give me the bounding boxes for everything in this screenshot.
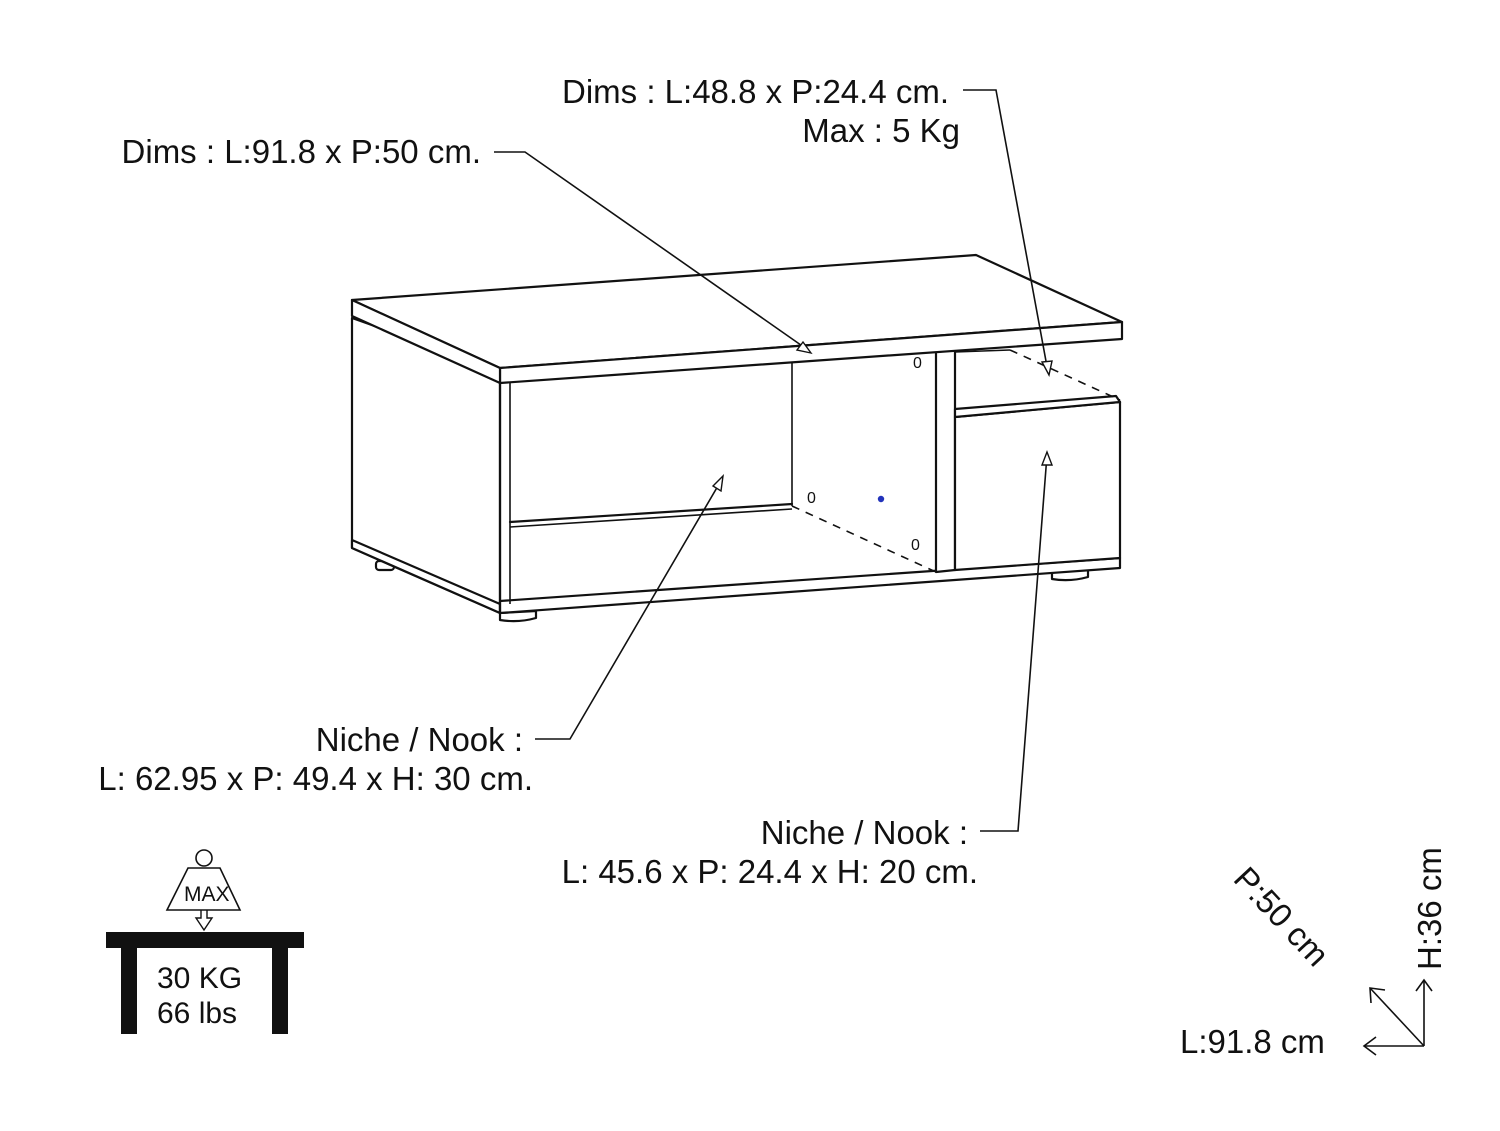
arrowhead-top-dims (795, 340, 813, 355)
leader-nook-left (535, 478, 723, 740)
niche-shelf-front (508, 502, 794, 524)
coffee-table-drawing: 0 0 0 (350, 253, 1124, 623)
max-load-lbs: 66 lbs (157, 997, 237, 1030)
bottom-slab-front (498, 556, 1122, 615)
nook-left-title: Niche / Nook : (316, 721, 523, 758)
foot-front-left (498, 609, 538, 623)
central-divider (934, 348, 957, 574)
weight-icon (165, 867, 242, 911)
overall-height-label: H:36 cm (1411, 847, 1448, 970)
depth-axis-line (1369, 987, 1425, 1047)
table-top-bar (106, 932, 304, 948)
overall-depth-label: P:50 cm (1227, 860, 1337, 974)
callout-labels: Dims : L:91.8 x P:50 cm. Dims : L:48.8 x… (98, 73, 978, 890)
height-arrow-icon (1415, 978, 1433, 992)
nook-right-dims: L: 45.6 x P: 24.4 x H: 20 cm. (562, 853, 978, 890)
leader-top-dims (494, 151, 809, 351)
right-back-dash (1009, 349, 1121, 401)
divider-hole-mid: 0 (807, 490, 816, 507)
max-load-icon: MAX 30 KG 66 lbs (106, 849, 304, 1034)
right-lift-compartment (953, 400, 1122, 572)
table-leg-left (121, 946, 137, 1034)
accent-dot (877, 495, 885, 503)
callout-leaders (494, 89, 1054, 832)
top-dims-label: Dims : L:91.8 x P:50 cm. (122, 133, 481, 170)
max-load-kg: 30 KG (157, 962, 242, 995)
overall-dimensions: P:50 cm H:36 cm L:91.8 cm (1180, 847, 1448, 1060)
nook-right-title: Niche / Nook : (761, 814, 968, 851)
lift-tray-top (953, 394, 1122, 419)
leader-tray-dims (963, 89, 1049, 373)
niche-back-bottom (791, 505, 937, 573)
divider-hole-top: 0 (913, 355, 922, 372)
arrowhead-nook-right (1040, 450, 1054, 466)
tray-dims-label: Dims : L:48.8 x P:24.4 cm. (562, 73, 949, 110)
leader-nook-right (980, 454, 1048, 832)
max-badge-text: MAX (184, 883, 230, 906)
arrowhead-tray-dims (1040, 360, 1053, 378)
right-inner-back (954, 349, 1011, 353)
length-arrow-icon (1362, 1036, 1377, 1056)
nook-left-dims: L: 62.95 x P: 49.4 x H: 30 cm. (98, 760, 533, 797)
niche-shelf-side (509, 508, 793, 528)
table-leg-right (272, 946, 288, 1034)
depth-arrow-icon (1369, 987, 1386, 1004)
weight-ring-icon (195, 849, 213, 867)
down-arrow-icon (194, 910, 214, 932)
arrowhead-nook-left (711, 474, 724, 493)
tray-max-label: Max : 5 Kg (802, 112, 960, 149)
divider-hole-bottom: 0 (911, 537, 920, 554)
overall-length-label: L:91.8 cm (1180, 1023, 1325, 1060)
